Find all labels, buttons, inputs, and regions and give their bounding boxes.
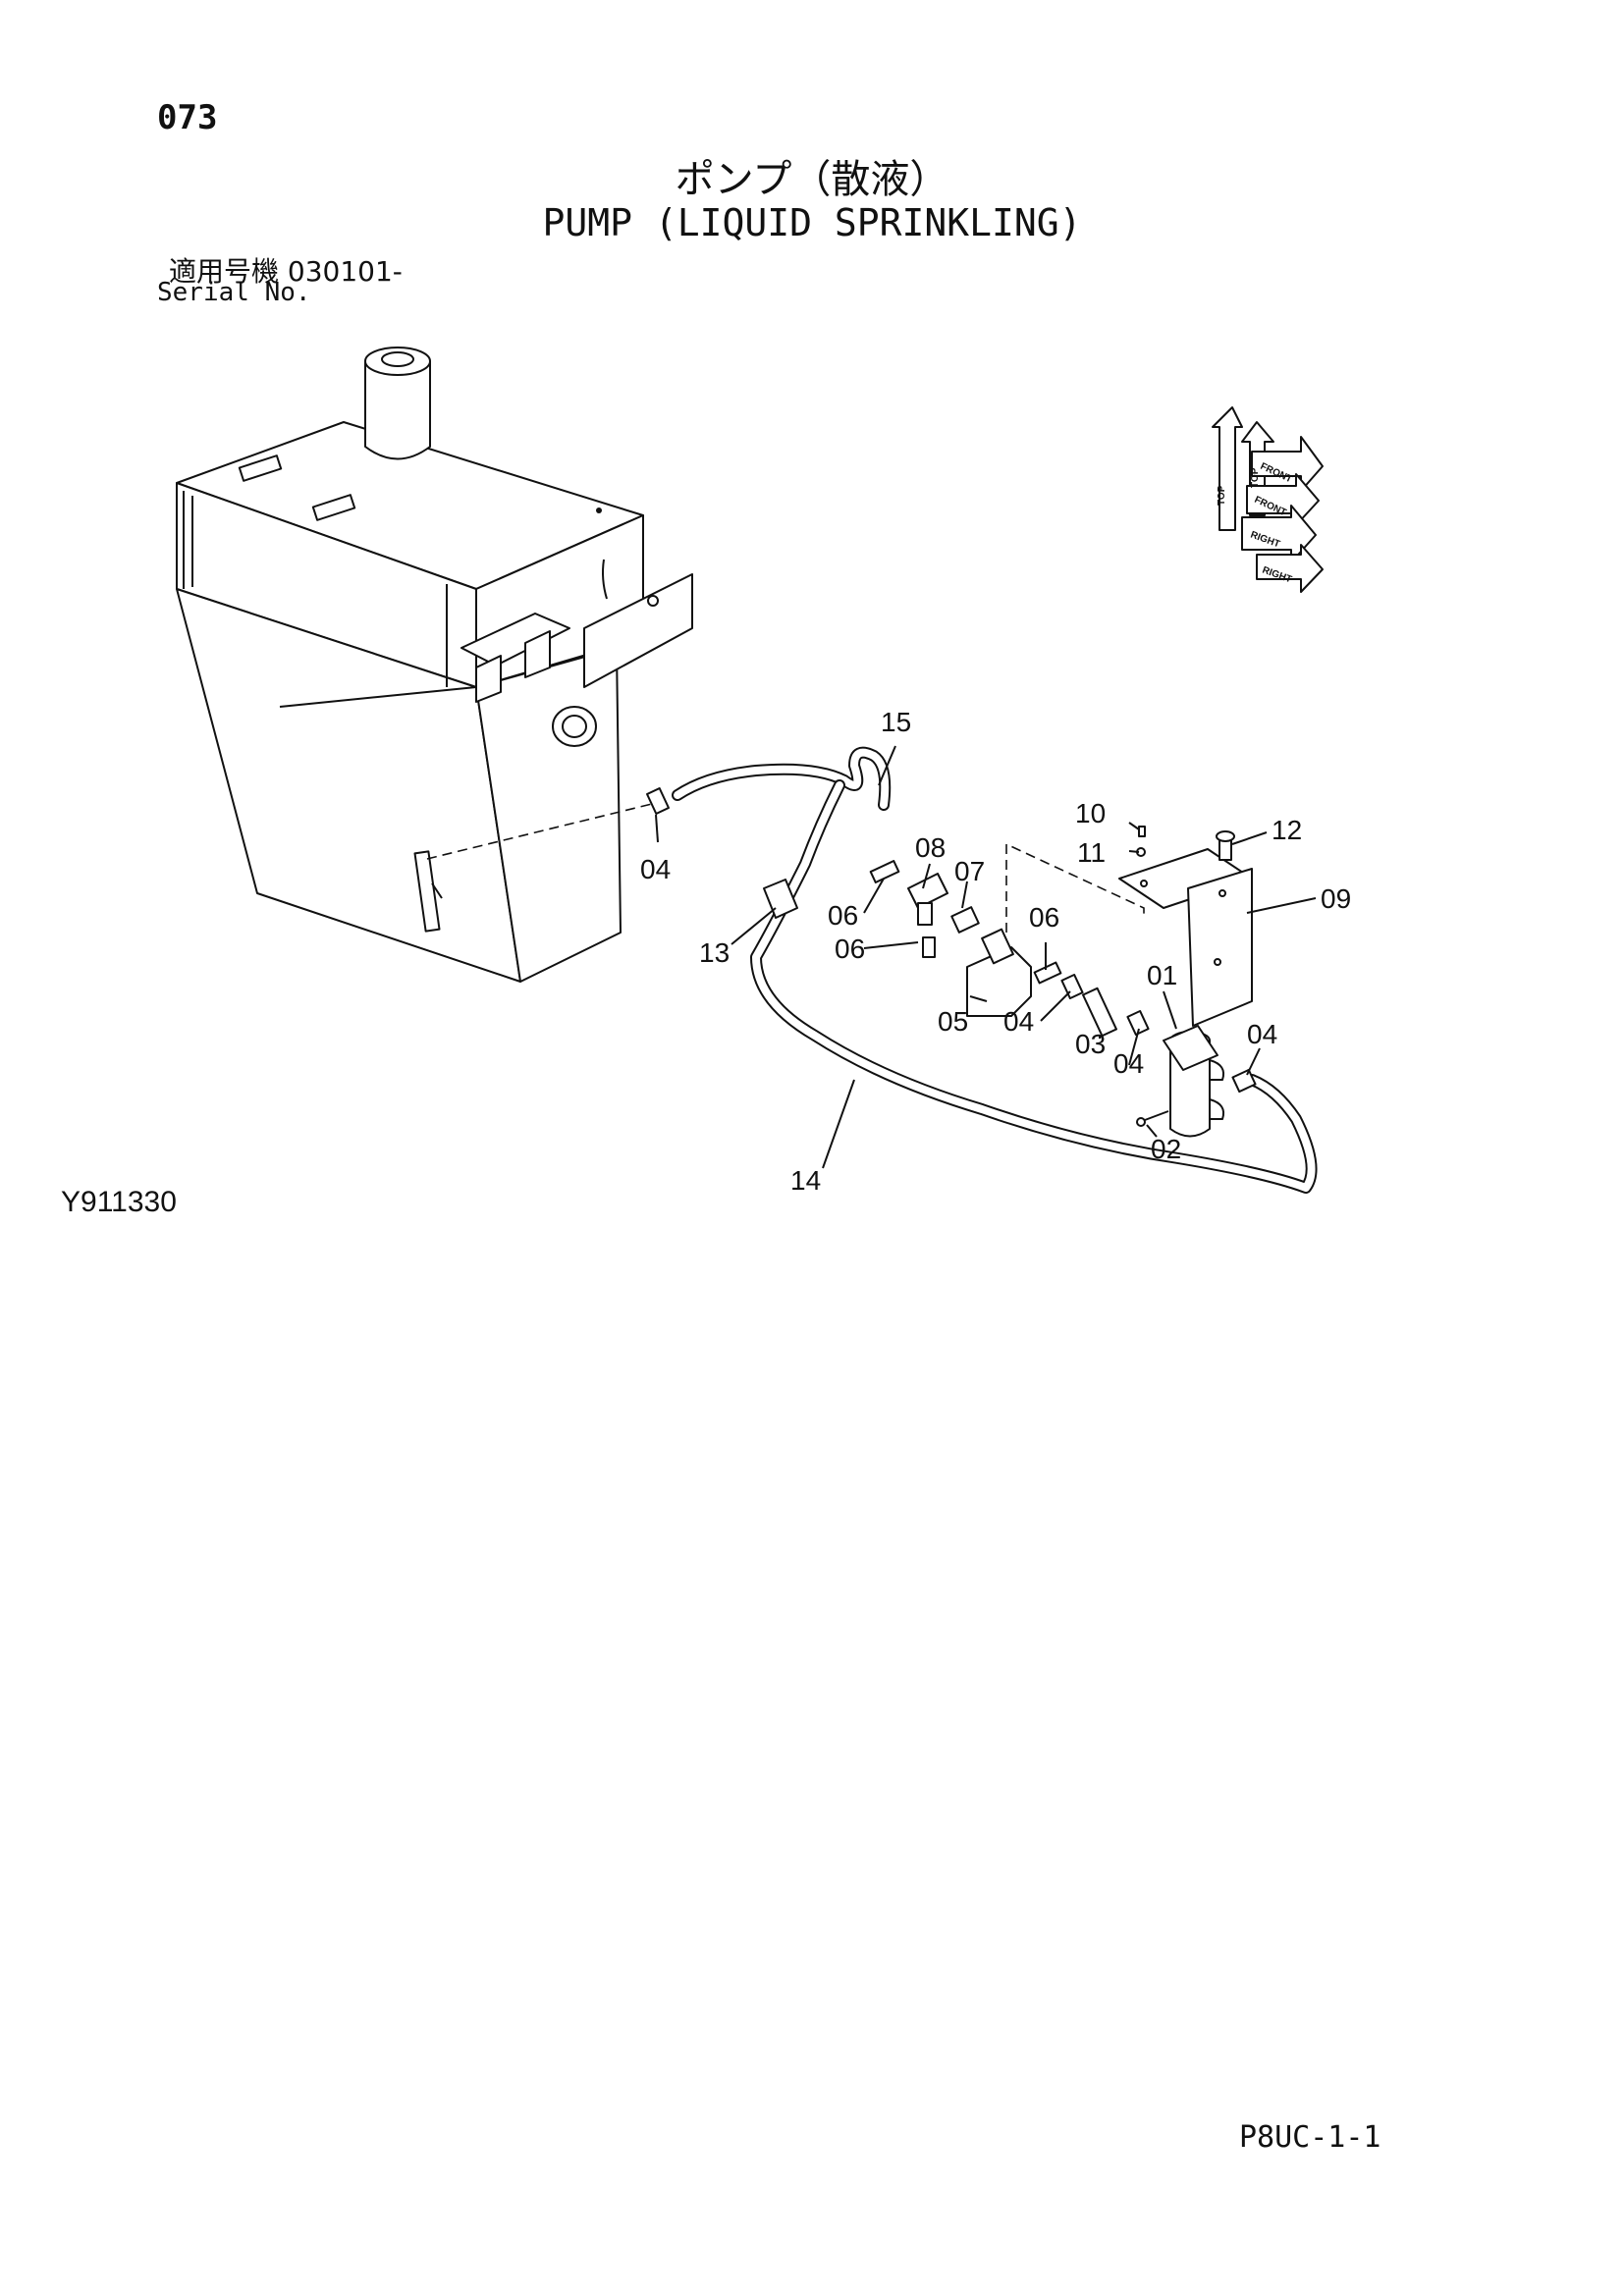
callout-06-c: 06 xyxy=(835,934,865,964)
callout-04-b: 04 xyxy=(1003,1006,1034,1037)
callout-09: 09 xyxy=(1321,883,1351,914)
callout-08: 08 xyxy=(915,832,946,863)
serial-label: Serial No. xyxy=(157,278,311,307)
orientation-label-top-2: TOP xyxy=(1250,467,1261,488)
parts-drawing xyxy=(646,787,1257,1138)
orientation-indicator: TOP TOP FRONT FRONT RIGHT RIGHT xyxy=(1212,406,1324,593)
callout-12: 12 xyxy=(1272,815,1302,845)
callout-10: 10 xyxy=(1075,798,1106,828)
orientation-label-top: TOP xyxy=(1217,485,1227,506)
callout-05: 05 xyxy=(938,1006,968,1037)
callout-11: 11 xyxy=(1077,837,1106,868)
callout-06: 06 xyxy=(828,900,858,931)
callout-02: 02 xyxy=(1151,1134,1181,1164)
callout-13: 13 xyxy=(699,937,730,968)
callout-14: 14 xyxy=(790,1165,821,1196)
callout-07: 07 xyxy=(954,856,985,886)
page-code: P8UC-1-1 xyxy=(1239,2120,1381,2155)
drawing-id: Y911330 xyxy=(61,1186,177,1218)
callout-04: 04 xyxy=(640,854,671,884)
callout-06-b: 06 xyxy=(1029,902,1059,933)
callout-04-c: 04 xyxy=(1113,1048,1144,1079)
page-number: 073 xyxy=(157,98,218,137)
callout-01: 01 xyxy=(1147,960,1177,990)
page-title-japanese: ポンプ（散液） xyxy=(675,157,949,202)
callout-04-d: 04 xyxy=(1247,1019,1277,1049)
serial-label-japanese: 適用号機 030101- xyxy=(169,255,403,288)
callout-03: 03 xyxy=(1075,1029,1106,1059)
hose-drawing xyxy=(426,746,1318,1194)
tank-drawing xyxy=(176,347,693,983)
page-title: PUMP (LIQUID SPRINKLING) xyxy=(542,201,1082,244)
leader-lines xyxy=(655,745,1317,1169)
callout-15: 15 xyxy=(881,707,911,737)
callouts: 15 10 12 11 08 07 04 06 06 09 06 13 01 0… xyxy=(640,707,1351,1196)
